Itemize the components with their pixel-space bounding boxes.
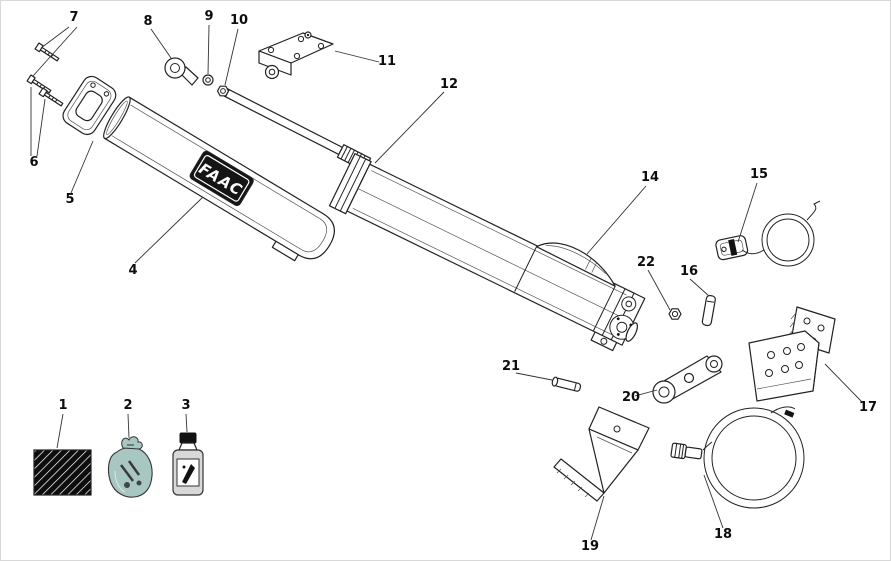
part-outer-cover: FAAC [103, 96, 335, 262]
leader-line-19 [590, 495, 605, 541]
part-pin [701, 294, 716, 327]
callout-16: 16 [680, 264, 698, 279]
leader-lines [30, 24, 863, 541]
leader-line-15 [737, 182, 758, 243]
part-screws [26, 42, 64, 107]
callout-6: 6 [29, 155, 38, 170]
leader-line-16 [689, 278, 710, 297]
leader-line-3 [185, 413, 188, 433]
part-nut [216, 85, 230, 97]
part-small-nut [668, 308, 682, 320]
part-rear-bracket [748, 306, 836, 402]
leader-line-9 [207, 24, 210, 75]
leader-line-7b [32, 26, 78, 77]
callout-14: 14 [641, 170, 659, 185]
part-lever-arm [652, 355, 723, 404]
callout-labels: 1 2 3 4 5 6 7 8 9 10 11 12 14 15 16 17 1… [29, 9, 877, 554]
callout-21: 21 [502, 359, 520, 374]
leader-line-21 [515, 372, 553, 381]
callout-4: 4 [128, 263, 137, 278]
part-foundation-bracket [553, 406, 650, 502]
callout-22: 22 [637, 255, 655, 270]
part-flexible-hose [670, 406, 805, 509]
leader-line-10 [224, 28, 239, 86]
part-washer [202, 74, 214, 86]
callout-5: 5 [65, 192, 74, 207]
callout-20: 20 [622, 390, 640, 405]
part-oil-bottle [172, 432, 204, 496]
leader-line-12 [374, 91, 445, 164]
leader-line-11 [334, 50, 380, 63]
leader-line-18 [703, 474, 724, 529]
callout-1: 1 [58, 398, 67, 413]
part-front-bracket [258, 31, 334, 80]
callout-8: 8 [143, 14, 152, 29]
leader-line-6b [36, 98, 46, 157]
leader-line-7a [40, 26, 70, 49]
callout-12: 12 [440, 77, 458, 92]
callout-10: 10 [230, 13, 248, 28]
leader-line-2 [127, 413, 130, 439]
leader-line-22 [647, 269, 671, 311]
part-clevis-pin [551, 376, 582, 392]
part-actuator-body [328, 153, 646, 352]
callout-11: 11 [378, 54, 396, 69]
leader-line-17 [824, 363, 863, 403]
part-piston-rod [220, 86, 372, 172]
callout-9: 9 [204, 9, 213, 24]
leader-line-14 [586, 185, 647, 255]
leader-line-20 [634, 389, 658, 397]
callout-17: 17 [859, 400, 877, 415]
callout-15: 15 [750, 167, 768, 182]
leader-line-8 [150, 28, 172, 59]
callout-7: 7 [69, 10, 78, 25]
part-release-cord [715, 200, 821, 267]
callout-18: 18 [714, 527, 732, 542]
leader-line-5 [70, 140, 94, 194]
part-adhesive-pad [33, 449, 92, 496]
part-rod-end [164, 57, 199, 86]
part-gasket-plate [62, 75, 117, 136]
callout-3: 3 [181, 398, 190, 413]
callout-2: 2 [123, 398, 132, 413]
part-hardware-bag [107, 436, 153, 498]
leader-line-1 [56, 413, 64, 449]
leader-line-4 [134, 196, 204, 264]
callout-19: 19 [581, 539, 599, 554]
